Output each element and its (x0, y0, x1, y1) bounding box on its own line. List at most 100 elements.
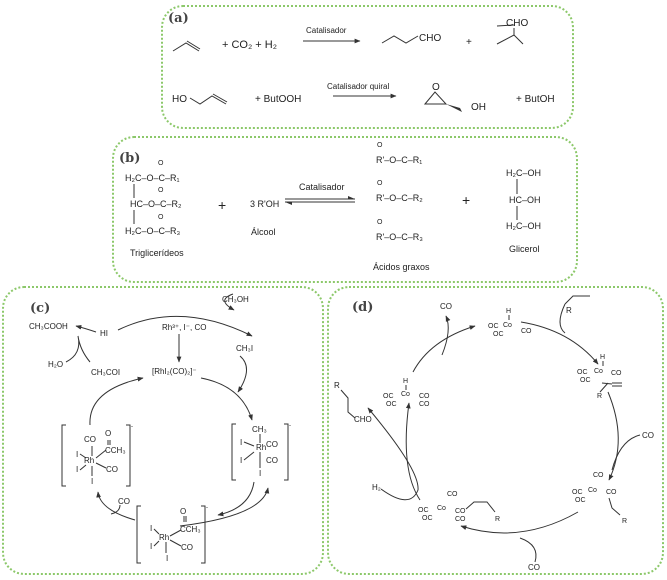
co-ligand: CO (266, 440, 278, 449)
co-ligand: CO (419, 401, 430, 408)
epoxide-oxygen: O (432, 82, 440, 93)
alkyl-r-group: R (622, 518, 627, 525)
alkene-coordination-arrow (520, 321, 599, 365)
methanol: CH₃OH (222, 295, 249, 304)
triglyceride-name: Triglicerídeos (130, 248, 184, 258)
transesterification-catalyst: Catalisador (299, 182, 345, 192)
alkene-substituent (564, 295, 590, 305)
co-ligand: CO (455, 516, 466, 523)
plus-sign-1: + (218, 197, 226, 213)
triglyceride-structure: O O O H₂C–O–C–R₁ HC–O–C–R₂ H₂C–O–C–R₃ (125, 160, 182, 236)
reaction2-byproduct: + ButOH (516, 94, 555, 105)
acyl-co: CO (455, 508, 466, 515)
rh-methyl-complex: - CH₃ Rh I I CO CO I (231, 423, 291, 481)
alkene-r-group: R (566, 306, 572, 315)
hi-to-ch3i-arrow (117, 315, 253, 337)
complex-charge: - (289, 423, 291, 429)
isobutanal-cho: CHO (506, 18, 528, 29)
ester-row-2: R'–O–C–R₂ (376, 193, 423, 203)
butanal-structure (381, 35, 419, 44)
water-in-arrow (65, 335, 91, 363)
hydride: H (403, 378, 408, 385)
co-ligand: CO (419, 393, 430, 400)
co-ligand: CO (447, 491, 458, 498)
cobalt-center: Co (503, 322, 512, 329)
alcohol-name: Álcool (251, 227, 276, 237)
panel-b-frame (112, 136, 578, 283)
rhodium-center: Rh (159, 533, 169, 542)
reductive-elimination-arrow (89, 376, 144, 426)
panel-b-label: (b) (119, 151, 140, 166)
fatty-esters-structure: O O O R'–O–C–R₁ R'–O–C–R₂ R'–O–C–R₃ (376, 142, 423, 242)
co-ligand: CO (611, 370, 622, 377)
iodide-ligand: I (259, 469, 261, 478)
reaction1-reagents: + CO₂ + H₂ (222, 39, 277, 51)
co-ligand: OC (493, 331, 504, 338)
carbonyl-oxygen: O (377, 142, 383, 149)
ester-row-1: R'–O–C–R₁ (376, 155, 422, 165)
iodide-ligand: I (166, 554, 168, 563)
hco-co4-complex: H OC Co CO OC CO (383, 378, 430, 408)
released-co: CO (440, 302, 452, 311)
co-ligand: OC (580, 377, 591, 384)
hydrogen-in: H₂ (372, 483, 381, 492)
water: H₂O (48, 360, 63, 369)
incoming-co-right: CO (642, 431, 654, 440)
iodide-ligand: I (150, 524, 152, 533)
co-ligand: OC (577, 369, 588, 376)
panel-b: (b) O O O H₂C–O–C–R₁ HC–O–C–R₂ H₂C–O–C–R… (119, 142, 541, 272)
triglyceride-row-2: HC–O–C–R₂ (130, 199, 182, 209)
acyl-oxygen: O (180, 507, 186, 516)
aldehyde-r-group: R (334, 381, 340, 390)
co-release-arrow (441, 315, 451, 356)
glycerol-row-1: H₂C–OH (506, 168, 541, 178)
panel-d-label: (d) (352, 300, 373, 315)
glycidol-oh: OH (471, 102, 486, 113)
cobalt-center: Co (588, 487, 597, 494)
panel-a: (a) + CO₂ + H₂ Catalisador CHO + CHO HO … (168, 11, 555, 113)
co-in-arrow-bottom (519, 537, 537, 563)
cobalt-center: Co (437, 505, 446, 512)
propene-structure (172, 40, 201, 52)
acyl-group: CCH₃ (105, 446, 126, 455)
complex-charge: - (206, 505, 208, 511)
alkene-in-arrow (559, 303, 566, 334)
ester-row-3: R'–O–C–R₃ (376, 232, 423, 242)
triglyceride-row-3: H₂C–O–C–R₃ (125, 226, 181, 236)
carbonyl-oxygen: O (377, 180, 383, 187)
acetyl-iodide: CH₃COI (91, 368, 120, 377)
hydride: H (600, 354, 605, 361)
iodide-ligand: I (91, 477, 93, 486)
alcohol-formula: 3 R'OH (250, 199, 279, 209)
rhodium-center: Rh (256, 443, 266, 452)
co-in-arrow-right (611, 434, 641, 471)
co-ligand: CO (181, 543, 193, 552)
allyl-alcohol-ho: HO (172, 94, 187, 105)
butanal-cho: CHO (419, 33, 441, 44)
epoxide-ring (423, 91, 448, 105)
hco-alkene-complex: H OC Co CO OC R (577, 354, 622, 400)
active-rhodium-catalyst: [RhI₂(CO)₂]⁻ (152, 367, 197, 376)
carbonyl-oxygen: O (158, 214, 164, 221)
co-ligand: OC (418, 507, 429, 514)
iodide-ligand: I (76, 465, 78, 474)
complex-charge: - (131, 424, 133, 430)
incoming-co-bottom: CO (528, 563, 540, 572)
alkene-r-group: R (597, 393, 602, 400)
fatty-esters-name: Ácidos graxos (373, 262, 430, 272)
methyl-iodide: CH₃I (236, 344, 253, 353)
co-ligand-in: CO (118, 497, 130, 506)
aldehyde-chain (340, 389, 356, 419)
co-ligand: OC (575, 497, 586, 504)
iodide-ligand: I (76, 450, 78, 459)
panel-a-frame (161, 5, 574, 129)
panel-c: (c) CH₃COOH HI H₂O CH₃COI CH₃OH CH₃I Rh³… (29, 293, 291, 564)
acyl-r-group: R (495, 516, 500, 523)
co-addition-arrow (96, 491, 136, 521)
co-ligand: OC (572, 489, 583, 496)
rhodium-center: Rh (84, 456, 94, 465)
wedge-bond (446, 104, 462, 112)
panel-a-label: (a) (168, 11, 189, 26)
hydrogen-iodide: HI (100, 329, 108, 338)
